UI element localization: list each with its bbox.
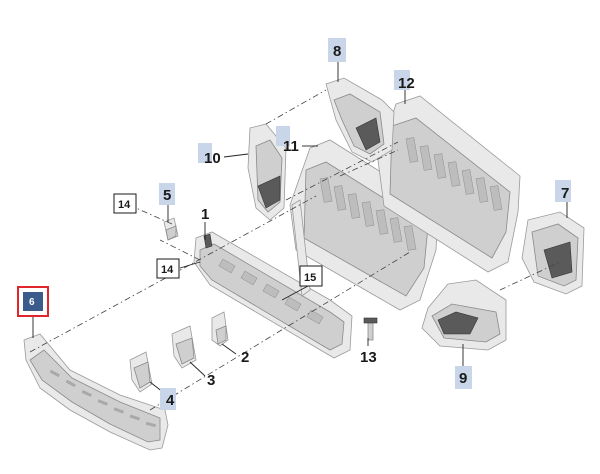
callout-4[interactable]: 4: [160, 388, 176, 410]
callout-12[interactable]: 12: [394, 70, 415, 92]
callout-15-label: 15: [304, 272, 316, 284]
callout-14-top[interactable]: 14: [113, 193, 137, 214]
part-10-side-duct[interactable]: [247, 123, 287, 221]
callout-5[interactable]: 5: [159, 183, 175, 205]
part-9-lower-duct[interactable]: [421, 279, 507, 351]
part-8-duct[interactable]: [325, 77, 395, 163]
callout-5-label: 5: [163, 187, 171, 204]
callout-2[interactable]: 2: [241, 349, 249, 366]
callout-13-label: 13: [360, 349, 377, 366]
callout-14-top-label: 14: [118, 199, 131, 211]
part-5-clip[interactable]: [163, 217, 179, 241]
callout-14-lower[interactable]: 14: [156, 258, 180, 279]
callout-11[interactable]: 11: [276, 126, 299, 155]
callout-3[interactable]: 3: [207, 372, 215, 389]
part-13-screw[interactable]: [363, 317, 378, 341]
part-3-bracket[interactable]: [171, 325, 197, 369]
part-1-carrier-frame[interactable]: [193, 231, 353, 359]
part-7-side-duct[interactable]: [521, 211, 585, 295]
callout-4-label: 4: [166, 392, 175, 409]
part-2-bracket[interactable]: [211, 311, 229, 347]
callout-8-label: 8: [333, 43, 341, 60]
leader-lines: [32, 62, 568, 397]
part-6-lower-grille[interactable]: [23, 333, 169, 451]
callout-1[interactable]: 1: [201, 206, 209, 223]
callout-14-lower-label: 14: [161, 264, 174, 276]
callout-7[interactable]: 7: [555, 180, 571, 202]
callout-12-label: 12: [398, 75, 415, 92]
callout-9[interactable]: 9: [455, 366, 472, 389]
callout-15[interactable]: 15: [299, 265, 323, 287]
callout-9-label: 9: [459, 370, 467, 387]
part-4-bracket[interactable]: [129, 351, 153, 393]
part-12-air-guide[interactable]: [377, 95, 521, 273]
callout-10[interactable]: 10: [198, 143, 221, 167]
callout-6[interactable]: 6: [17, 286, 49, 317]
callout-11-label: 11: [283, 138, 299, 155]
callout-1-label: 1: [201, 206, 209, 223]
callout-8[interactable]: 8: [328, 38, 346, 62]
callout-10-label: 10: [204, 150, 221, 167]
callout-3-label: 3: [207, 372, 215, 389]
callout-2-label: 2: [241, 349, 249, 366]
callout-13[interactable]: 13: [360, 349, 377, 366]
callout-6-label: 6: [29, 297, 35, 308]
callout-7-label: 7: [561, 185, 569, 202]
